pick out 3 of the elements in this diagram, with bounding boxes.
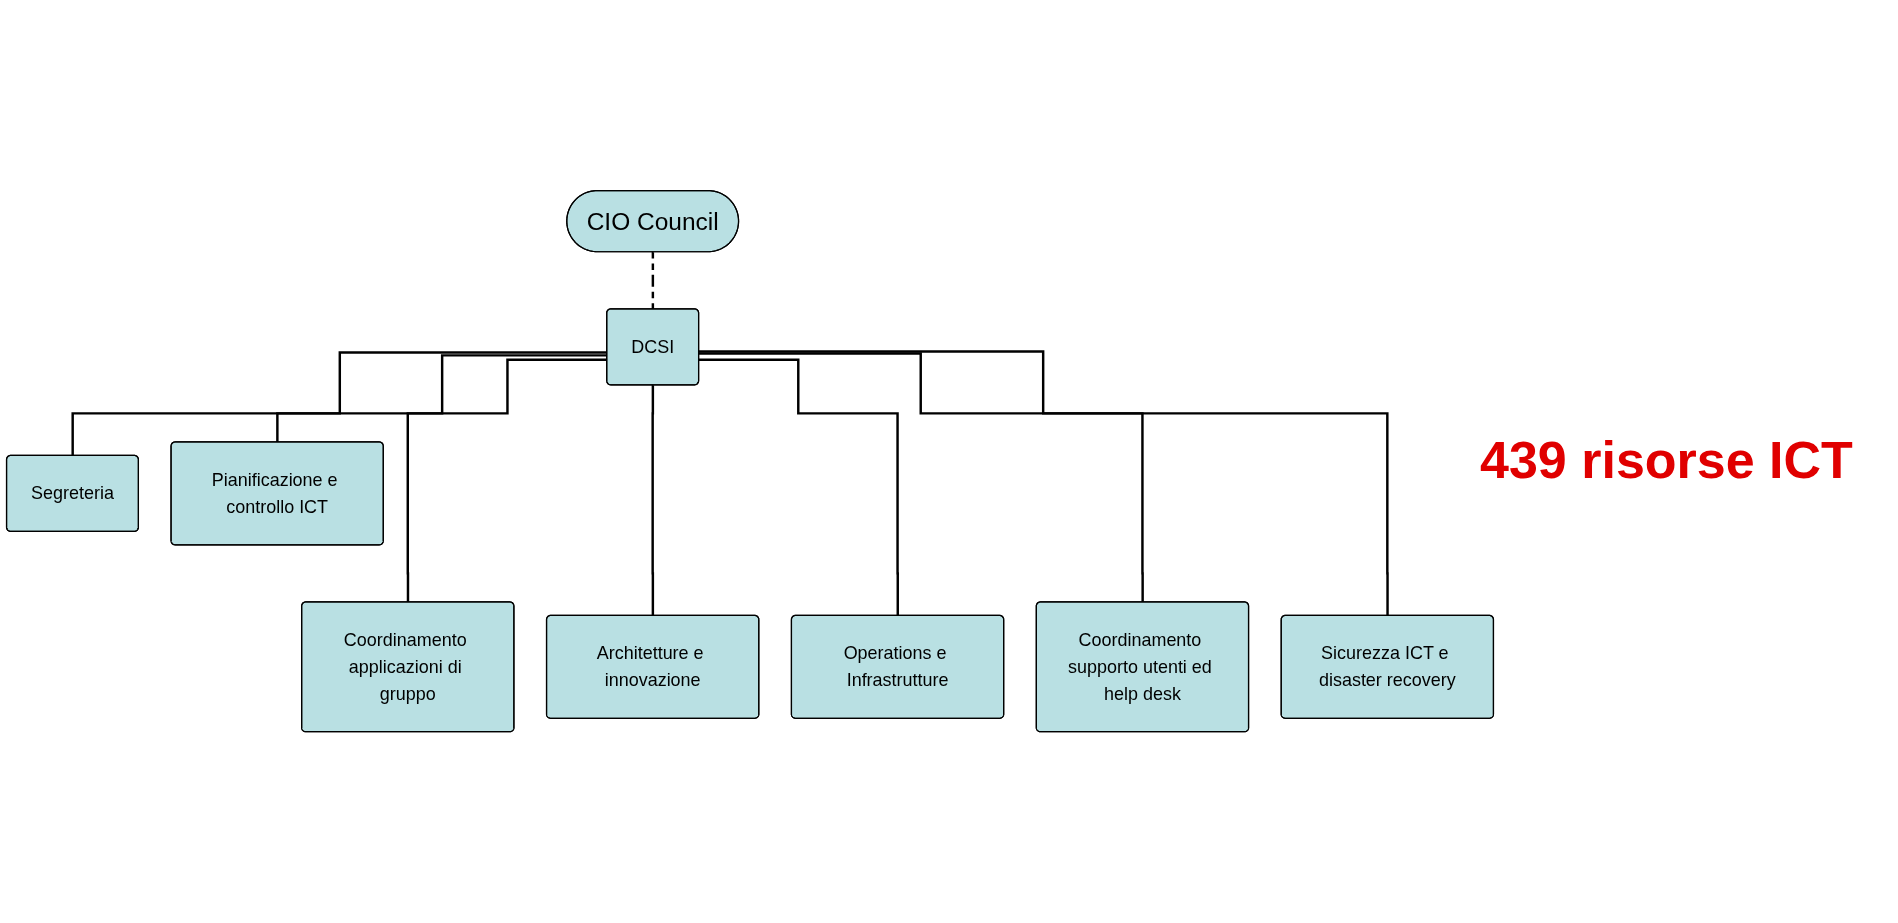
connector bbox=[699, 352, 1145, 604]
resource-count-note: 439 risorse ICT bbox=[1480, 430, 1853, 490]
connector bbox=[651, 251, 655, 311]
